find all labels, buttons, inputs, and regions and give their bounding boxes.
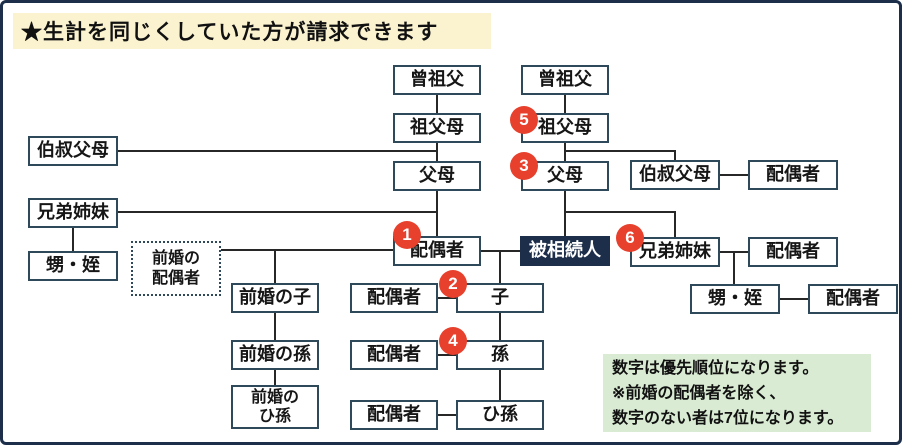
node-ex-spouse: 前婚の 配偶者 — [131, 241, 221, 296]
node-spouse-grandparents: 祖父母 — [393, 113, 481, 143]
node-nephew-niece-right: 甥・姪 — [690, 284, 780, 314]
node-grandchild-spouse: 配偶者 — [350, 340, 438, 370]
node-spouse-great-grandfather: 曾祖父 — [393, 65, 481, 95]
priority-badge-5: 5 — [510, 106, 538, 134]
priority-badge-2: 2 — [439, 270, 467, 298]
node-ex-child: 前婚の子 — [231, 283, 319, 313]
node-deceased: 被相続人 — [520, 236, 610, 266]
node-uncle-aunt-right: 伯叔父母 — [630, 160, 720, 190]
node-siblings-left: 兄弟姉妹 — [28, 198, 118, 228]
node-ex-grandchild: 前婚の孫 — [231, 340, 319, 370]
node-uncle-aunt-left: 伯叔父母 — [28, 136, 118, 166]
connector-lines — [72, 95, 808, 416]
node-siblings-right-spouse: 配偶者 — [748, 237, 838, 267]
node-great-grandchild-spouse: 配偶者 — [350, 400, 438, 430]
node-siblings-right: 兄弟姉妹 — [630, 237, 720, 267]
node-great-grandchild: ひ孫 — [456, 400, 544, 430]
node-spouse-parents: 父母 — [393, 161, 481, 191]
priority-badge-6: 6 — [616, 224, 644, 252]
node-child-spouse: 配偶者 — [350, 283, 438, 313]
node-grandchild: 孫 — [456, 340, 544, 370]
node-nephew-niece-right-spouse: 配偶者 — [808, 284, 898, 314]
page-title: ★生計を同じくしていた方が請求できます — [13, 13, 491, 49]
node-child: 子 — [456, 283, 544, 313]
node-ex-great-grandchild: 前婚の ひ孫 — [231, 385, 319, 429]
priority-badge-1: 1 — [393, 221, 421, 249]
priority-note: 数字は優先順位になります。 ※前婚の配偶者を除く、 数字のない者は7位になります… — [603, 354, 871, 432]
node-deceased-great-grandfather: 曾祖父 — [521, 65, 609, 95]
node-nephew-niece-left: 甥・姪 — [28, 251, 118, 281]
priority-badge-3: 3 — [510, 152, 538, 180]
node-uncle-aunt-right-spouse: 配偶者 — [748, 160, 838, 190]
priority-badge-4: 4 — [439, 327, 467, 355]
